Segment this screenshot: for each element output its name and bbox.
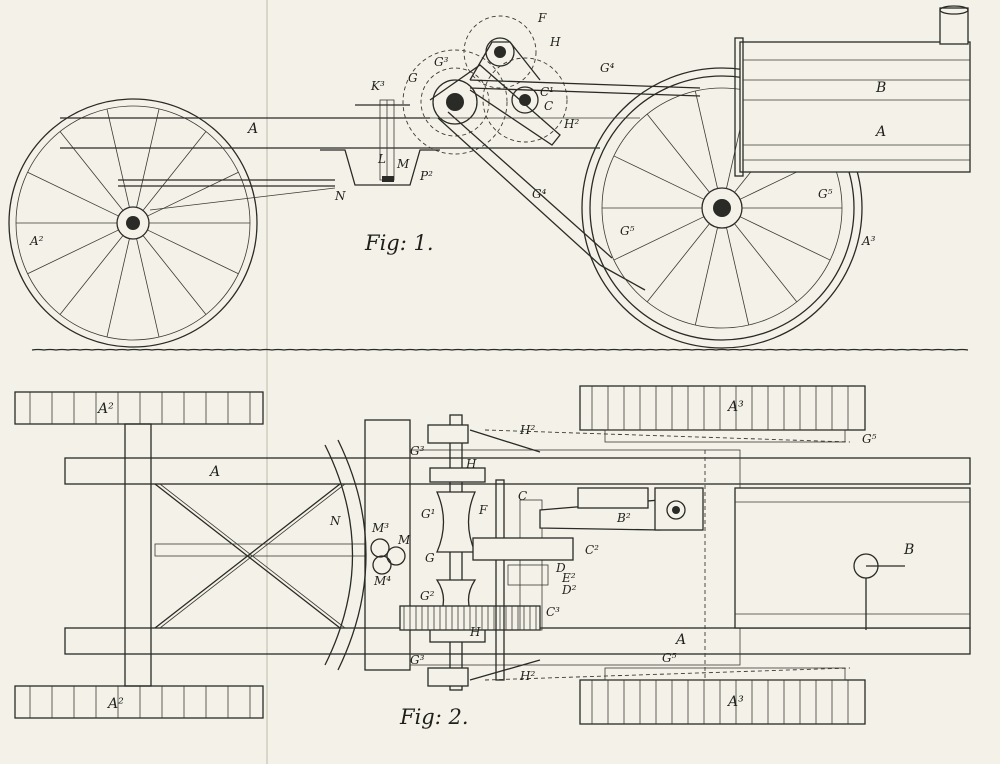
wheel-spoke [142,235,207,315]
wheel-spoke [147,229,239,275]
label-g4-chain: G⁴ [532,187,547,201]
wheel-spoke [27,229,119,275]
fig2-caption: Fig: 2. [399,705,469,729]
label-wheel-a3-top: A³ [726,399,744,415]
label-boiler: B [875,80,886,96]
label-frame-a-left: A [208,464,220,480]
label-c-2: C [518,489,527,503]
wheel-spoke [646,223,710,303]
drum-upper [436,491,476,553]
label-h2-top: H² [519,423,535,437]
rear-wheel [581,67,863,349]
frame-side-top [64,457,971,485]
wheel-spoke [59,235,124,315]
label-m-2: M [397,533,411,547]
wheel-spoke [59,131,124,211]
label-n2: N [329,514,341,528]
wheel-spoke [694,90,718,189]
front-wheel-bottom [14,685,264,719]
wheel-spoke [646,113,710,193]
label-m3: M³ [371,521,389,535]
label-f-2: F [478,503,488,517]
wheel-spoke [27,171,119,217]
fig2-labels: Fig: 2. A² A² A³ A³ A A N M³ M M⁴ G³ G³ … [96,399,914,729]
label-h: H [549,35,561,49]
label-p2: P² [419,169,433,183]
label-rear-wheel: A³ [861,234,876,248]
label-g3-bottom: G³ [410,653,425,667]
front-axle [124,423,152,687]
gear-c2 [472,537,574,561]
label-b2: B² [616,511,631,525]
label-h-bottom: H [469,625,481,639]
label-g5-bottom: G⁵ [662,651,677,665]
label-k3: K³ [370,79,385,93]
fig1-side-elevation [8,5,971,351]
wheel-spoke [726,227,750,326]
fig1-labels: Fig: 1. A A B A² A³ K³ L M P² N G G³ F H… [29,11,886,255]
trough [320,149,440,186]
label-g5-chain: G⁵ [620,224,635,238]
label-c: C [544,99,553,113]
label-c3: C³ [546,605,560,619]
label-m: M [396,157,410,171]
rear-wheel-top [579,385,866,431]
front-wheel-top [14,391,264,425]
label-g4-top: G⁴ [600,61,615,75]
label-frame-front: A [246,121,258,137]
wheel-spoke [613,216,705,261]
boiler-plan [734,487,971,629]
wheel-spoke [613,155,705,200]
label-m4: M⁴ [373,574,391,588]
rear-wheel-bottom [579,679,866,725]
label-c2: C² [585,543,599,557]
label-e2: E² [561,571,576,585]
label-wheel-a2-bottom: A² [106,696,124,712]
ground-line [31,348,969,351]
fig2-plan-view [14,385,971,725]
label-g3: G³ [434,55,449,69]
label-g3-top: G³ [410,444,425,458]
drive-chain [437,79,701,291]
label-c1: C¹ [540,85,554,99]
wheel-spoke [142,131,207,211]
label-d2: D² [561,583,577,597]
label-h-top: H [465,457,477,471]
wheel-spoke [694,227,718,326]
label-b: B [903,542,914,558]
wheel-spoke [739,216,831,261]
label-g: G [408,71,418,85]
wheel-spoke [147,171,239,217]
wheel-spoke [734,223,798,303]
wheel-spoke [106,108,130,208]
label-wheel-a3-bottom: A³ [726,694,744,710]
label-d: D [555,561,566,575]
boiler [734,5,971,177]
wheel-spoke [106,238,130,338]
label-frame-rear: A [874,124,886,140]
label-g2: G² [420,589,435,603]
label-l: L [377,152,386,166]
label-frame-a-right: A [674,632,686,648]
label-h2-bottom: H² [519,669,535,683]
label-g5-top: G⁵ [862,432,877,446]
fig1-caption: Fig: 1. [364,231,434,255]
wheel-spoke [136,238,160,338]
curved-rack [324,444,354,666]
frame-side-bottom [64,627,971,655]
label-g1: G¹ [421,507,435,521]
label-front-wheel: A² [29,234,44,248]
label-g-2: G [425,551,435,565]
label-wheel-a2-top: A² [96,401,114,417]
label-h2: H² [563,117,579,131]
label-f: F [537,11,547,25]
front-wheel [8,98,258,348]
label-n: N [334,189,346,203]
label-g5-wheel: G⁵ [818,187,833,201]
gear-train [402,15,568,155]
wheel-spoke [136,108,160,208]
